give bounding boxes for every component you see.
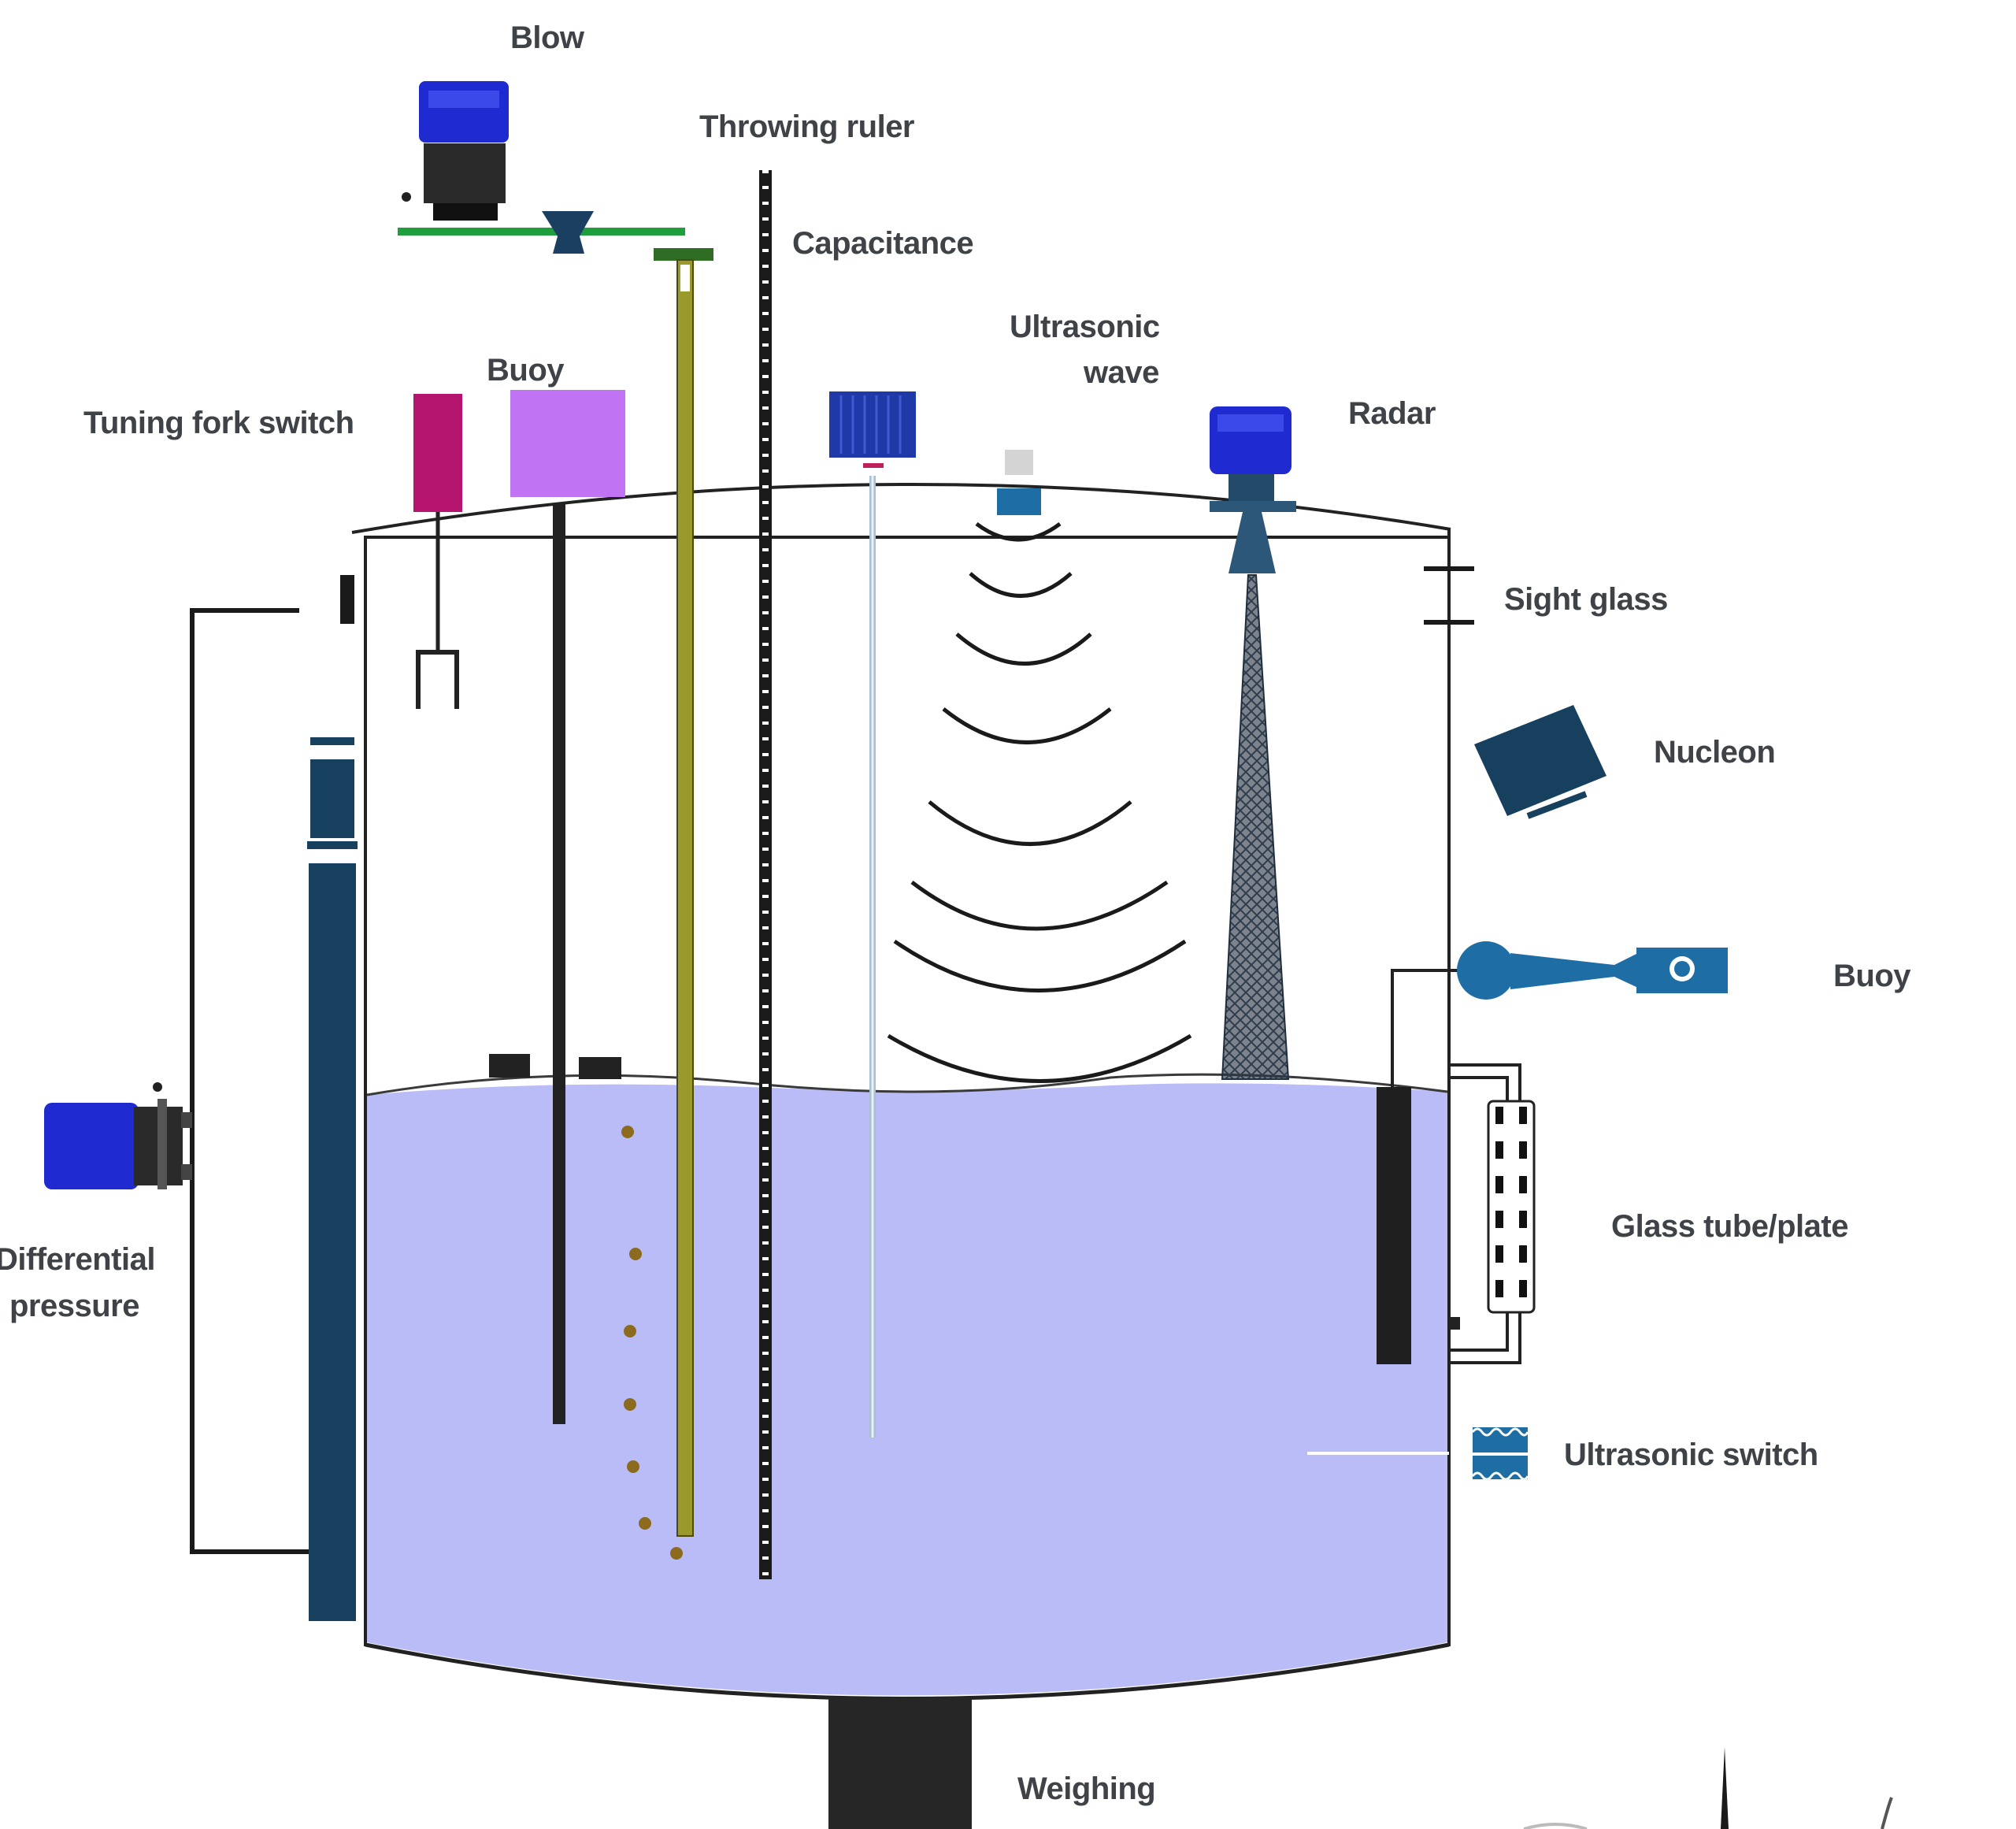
blow-vent: [402, 192, 411, 202]
tuning-fork-switch: [413, 394, 462, 709]
buoy-side-arm: [1510, 953, 1638, 989]
label-ultrasonic-wave-line-1: Ultrasonic: [1010, 310, 1160, 344]
buoy-top-instrument: [489, 390, 625, 1424]
buoy-top-housing: [510, 390, 625, 497]
decorative-marks: [1523, 1747, 1893, 1829]
dp-bolt-top: [181, 1112, 192, 1128]
blow-tube: [676, 259, 694, 1537]
liquid-body: [367, 1083, 1447, 1696]
blow-flange: [433, 203, 498, 221]
radar-neck: [1228, 474, 1274, 503]
capacitance-housing-fins: [839, 395, 902, 454]
label-differential-pressure-line-2: pressure: [9, 1289, 139, 1323]
differential-pressure-instrument: [44, 575, 354, 1585]
radar-horn: [1228, 512, 1276, 573]
label-radar: Radar: [1348, 396, 1436, 431]
label-throwing-ruler: Throwing ruler: [699, 109, 914, 144]
capacitance-housing: [829, 391, 916, 458]
label-ultrasonic-switch: Ultrasonic switch: [1564, 1438, 1818, 1472]
column-cap-2: [307, 841, 358, 849]
ultrasonic-switch: [1307, 1427, 1529, 1481]
buoy-side-instrument: [1377, 941, 1728, 1364]
bubbles: [621, 1126, 683, 1560]
impulse-line: [190, 608, 339, 1554]
blow-head-highlight: [428, 91, 499, 108]
tuning-fork-housing: [413, 394, 462, 512]
label-nucleon: Nucleon: [1654, 735, 1775, 770]
glass-tube-valve: [1447, 1317, 1460, 1330]
capacitance-probe: [829, 391, 916, 1438]
label-capacitance: Capacitance: [792, 226, 973, 261]
glass-tube-plate: [1447, 1063, 1536, 1364]
sight-glass: [1424, 566, 1474, 625]
nucleon-stand: [1526, 791, 1588, 819]
dp-vent: [153, 1082, 162, 1092]
dp-flange: [158, 1099, 167, 1189]
column-lower: [309, 863, 356, 1621]
label-sight-glass: Sight glass: [1504, 582, 1668, 617]
blow-transmitter-head: [419, 81, 509, 143]
label-ultrasonic-wave-line-2: wave: [1083, 355, 1159, 390]
label-tuning-fork-switch: Tuning fork switch: [83, 406, 354, 440]
ultrasonic-head-top: [1005, 450, 1033, 475]
ultrasonic-switch-wave-top: [1471, 1427, 1529, 1437]
label-differential-pressure-line-1: Differential: [0, 1242, 155, 1277]
impulse-line-tap-top: [340, 575, 354, 624]
label-buoy-side: Buoy: [1833, 959, 1911, 993]
label-glass-tube-plate: Glass tube/plate: [1611, 1209, 1848, 1244]
blow-funnel: [542, 211, 594, 254]
nucleon-instrument: [1474, 705, 1606, 819]
radar-head-highlight: [1217, 414, 1284, 432]
buoy-side-float: [1377, 1087, 1411, 1364]
column-cap-1: [310, 737, 354, 745]
labels: Blow Throwing ruler Capacitance Ultrason…: [0, 20, 1912, 1806]
ultrasonic-switch-wave-bottom: [1471, 1471, 1529, 1481]
blow-tube-cap: [654, 248, 713, 261]
blow-bubbler: [398, 81, 713, 1560]
radar-flange: [1210, 501, 1296, 512]
label-buoy-top: Buoy: [487, 353, 565, 388]
buoy-float-1: [489, 1054, 530, 1078]
ultrasonic-waves: [887, 522, 1192, 1083]
magnetic-level-column: [307, 737, 358, 1621]
dp-transmitter-body: [44, 1103, 139, 1189]
buoy-side-gauge-center: [1674, 961, 1690, 977]
buoy-float-2: [579, 1057, 621, 1079]
radar-instrument: [1210, 406, 1296, 1080]
label-weighing: Weighing: [1017, 1771, 1155, 1806]
tuning-fork-tines: [416, 650, 459, 709]
radar-beam-shade: [1222, 575, 1288, 1079]
blow-transmitter-body: [424, 143, 506, 203]
ultrasonic-wave-instrument: [887, 450, 1192, 1083]
label-blow: Blow: [510, 20, 585, 55]
dp-bolt-bottom: [181, 1164, 192, 1180]
weighing-support: [828, 1697, 972, 1829]
glass-tube-body: [1487, 1100, 1536, 1314]
column-upper: [310, 759, 354, 838]
ultrasonic-head: [997, 488, 1041, 515]
buoy-side-ball: [1457, 941, 1515, 1000]
buoy-side-bracket: [1391, 969, 1463, 1091]
capacitance-indicator: [863, 463, 884, 468]
blow-green-plate: [398, 228, 685, 236]
nucleon-screen: [1474, 705, 1606, 816]
blow-tube-window: [680, 265, 690, 291]
